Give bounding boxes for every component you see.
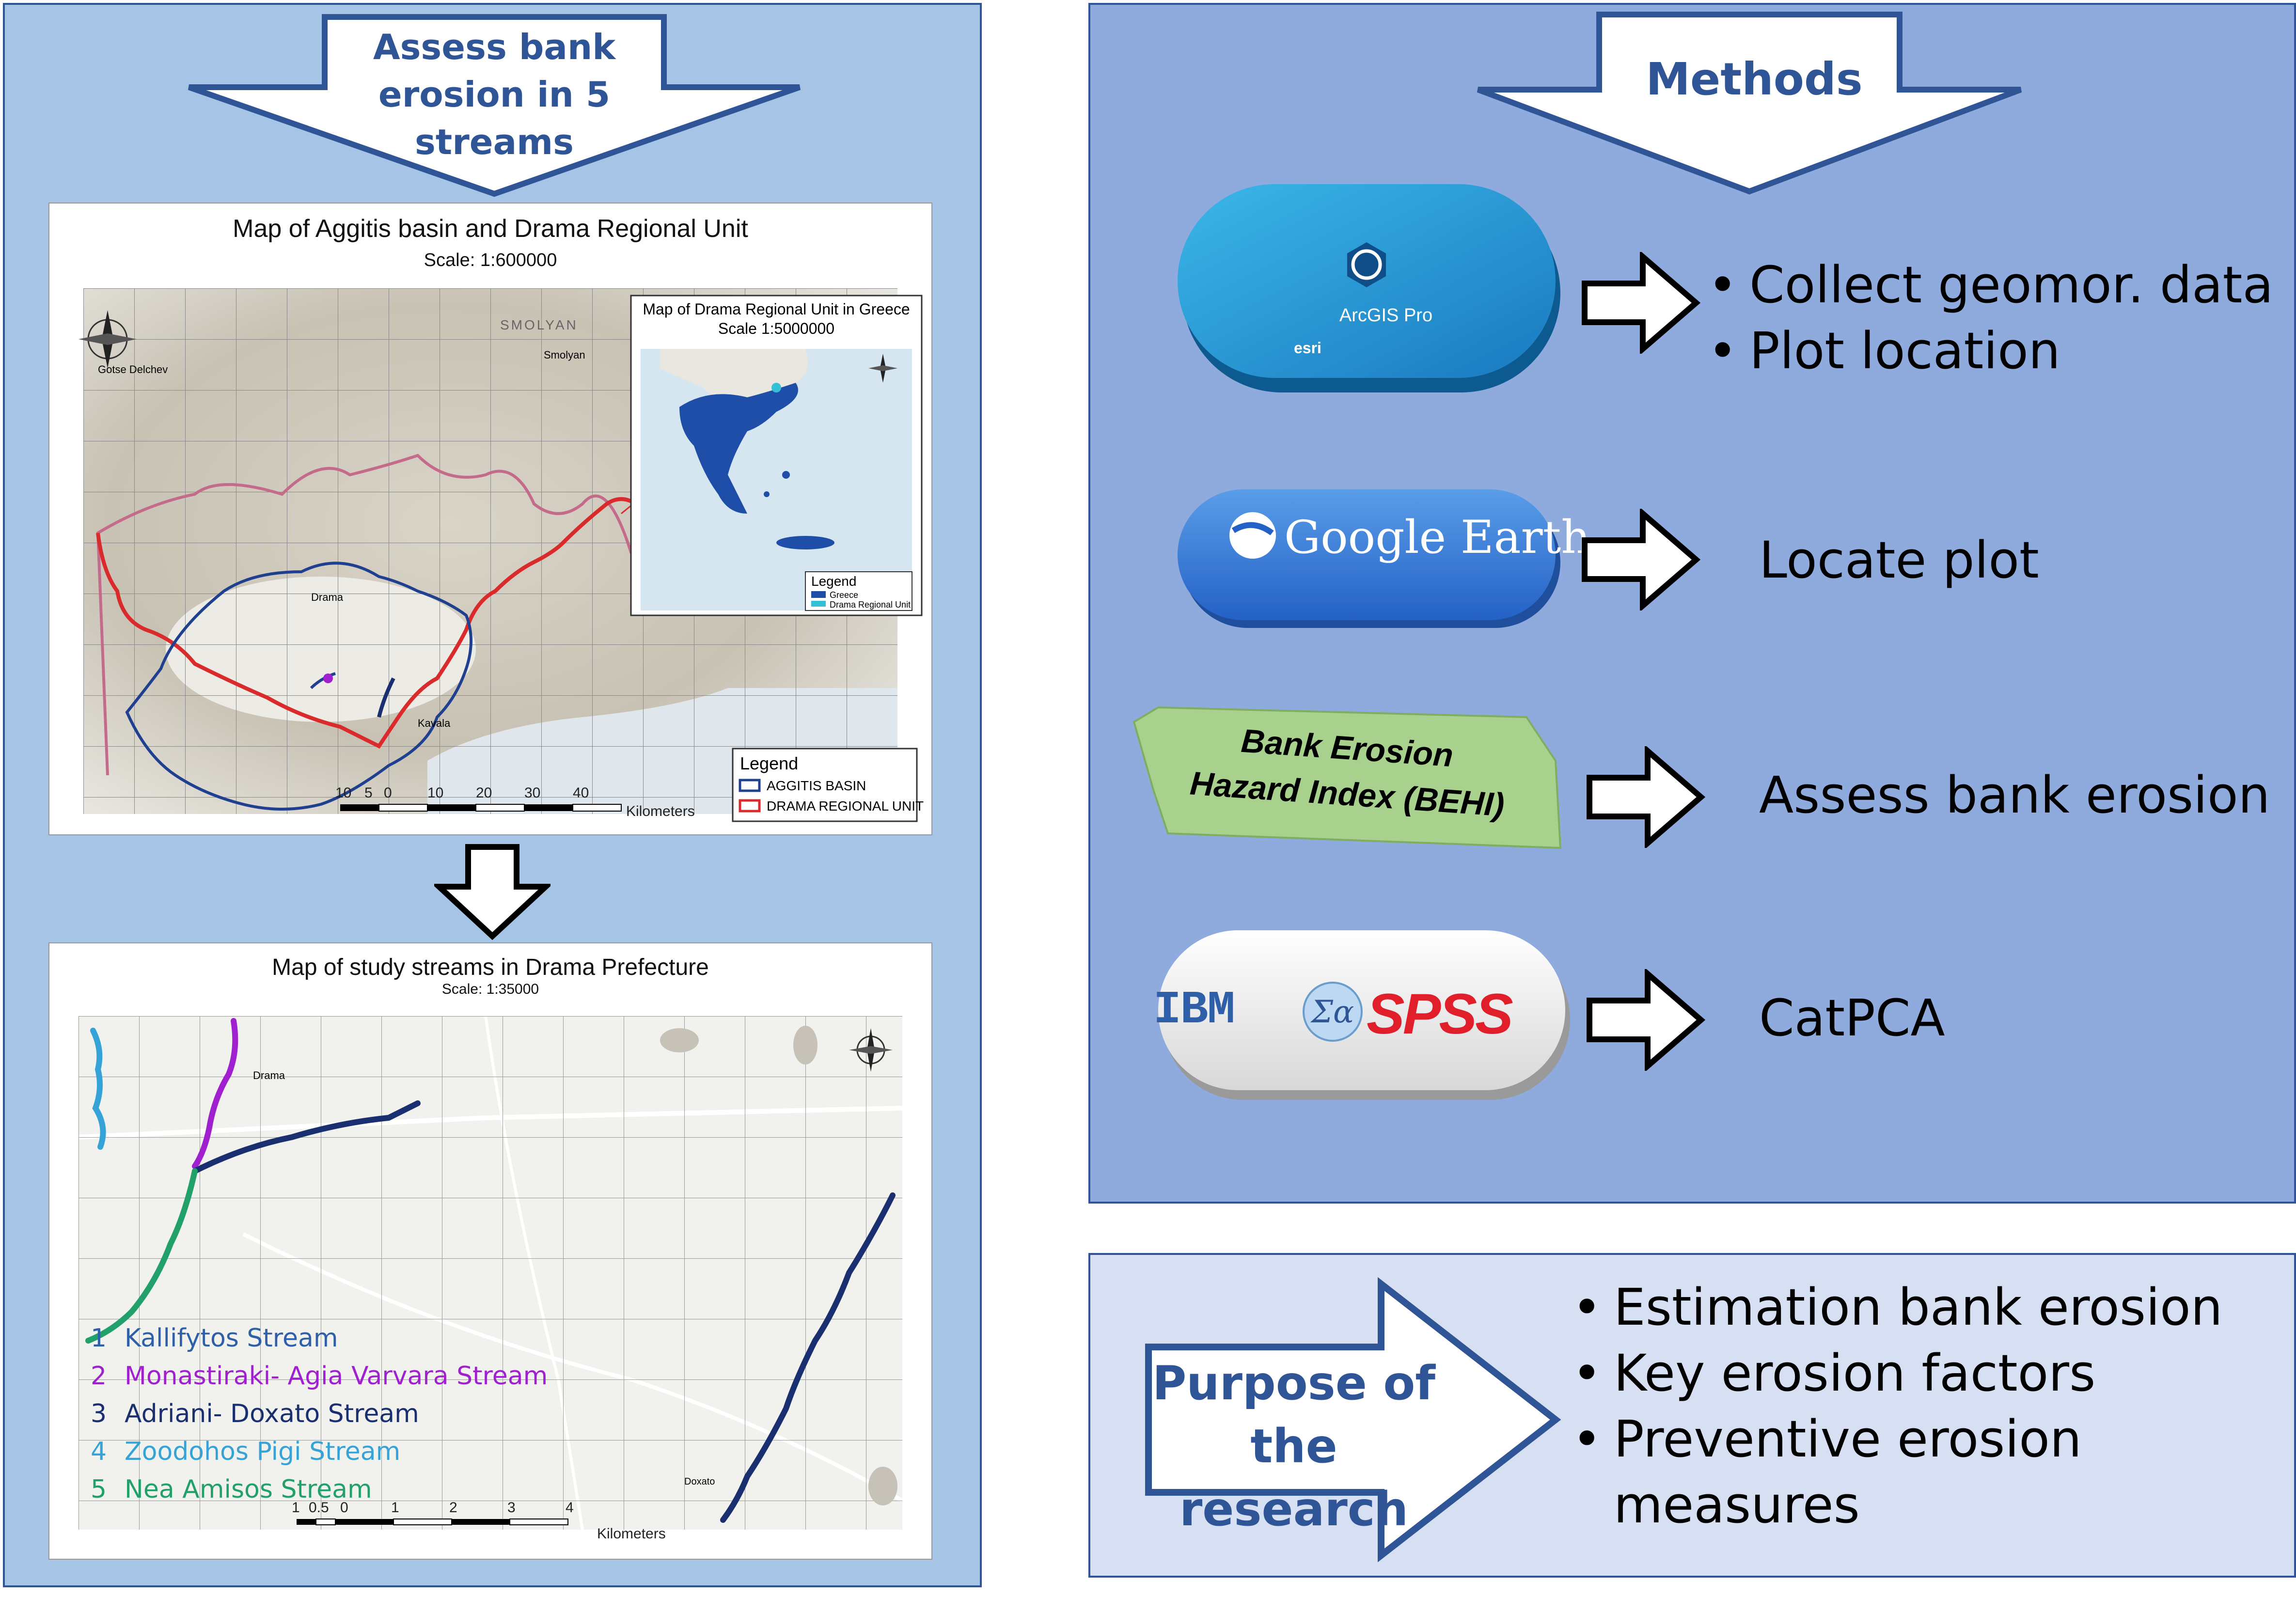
map2-scale-unit: Kilometers <box>597 1526 666 1542</box>
place-label: Kavala <box>418 717 451 729</box>
aggitis-basin-outline <box>125 562 472 811</box>
esri-label: esri <box>1294 339 1321 357</box>
header-down-arrow <box>188 14 801 197</box>
stream-legend-num: 1 <box>91 1324 107 1353</box>
map2-scale-tick: 4 <box>566 1500 574 1516</box>
purpose-title: Purpose of the research <box>1152 1356 1436 1536</box>
inset-legend-item: Drama Regional Unit <box>830 600 911 610</box>
method-item: Collect geomor. data <box>1701 252 2273 318</box>
methods-panel: Methods ArcGIS Pro esri Collect geomor. … <box>1088 3 2296 1204</box>
map1-legend-title: Legend <box>740 753 799 773</box>
map1-scale-tick: 10 <box>427 785 444 801</box>
map2-scale-tick: 1 <box>292 1500 300 1516</box>
aggitis-basin-map: Map of Aggitis basin and Drama Regional … <box>48 203 932 835</box>
map1-scale: Scale: 1:600000 <box>424 250 557 270</box>
stream-legend-num: 4 <box>91 1437 107 1466</box>
ibm-spss-logo: Σα <box>1158 930 1570 1100</box>
study-streams-map: Map of study streams in Drama Prefecture… <box>48 942 932 1560</box>
method-item: Locate plot <box>1759 531 2039 590</box>
stream-legend-item: 1 Kallifytos Stream <box>91 1324 338 1353</box>
stream-monastiraki <box>192 1018 238 1169</box>
google-earth-logo <box>1178 489 1560 628</box>
map1-scale-tick: 30 <box>524 785 541 801</box>
stream-legend-name: Zoodohos Pigi Stream <box>125 1437 401 1466</box>
ibm-label: IBM <box>1153 984 1235 1036</box>
stream-adriani-doxato <box>192 1100 421 1174</box>
map1-scale-tick: 5 <box>364 785 373 801</box>
map1-north-arrow <box>79 310 137 368</box>
behi-banner <box>1132 706 1562 849</box>
method-item: Plot location <box>1701 318 2273 384</box>
purpose-item: Preventive erosion measures <box>1565 1406 2282 1538</box>
method-item: CatPCA <box>1759 988 1945 1048</box>
map1-scale-tick: 40 <box>573 785 589 801</box>
stream-legend-item: 3 Adriani- Doxato Stream <box>91 1399 419 1428</box>
inset-greece-shape <box>679 383 798 514</box>
stream-adriani-doxato-lower <box>720 1192 896 1523</box>
purpose-item: Key erosion factors <box>1565 1340 2282 1406</box>
national-border-line <box>96 454 680 776</box>
map1-canvas <box>79 288 923 822</box>
row1-items: Collect geomor. data Plot location <box>1701 252 2273 384</box>
svg-text:Σα: Σα <box>1310 994 1354 1030</box>
map2-scale: Scale: 1:35000 <box>441 981 539 997</box>
map1-scale-tick: 20 <box>476 785 492 801</box>
purpose-item: Estimation bank erosion <box>1565 1274 2282 1340</box>
place-label: Drama <box>253 1069 285 1081</box>
arcgis-label: ArcGIS Pro <box>1339 305 1433 326</box>
spss-label: SPSS <box>1367 982 1513 1046</box>
methods-down-arrow <box>1477 12 2022 195</box>
method-item: Assess bank erosion <box>1759 766 2270 825</box>
inset-scale: Scale 1:5000000 <box>718 320 835 337</box>
google-earth-label: Google Earth <box>1284 511 1590 564</box>
map2-canvas <box>78 1016 903 1530</box>
drama-regional-unit-outline <box>96 497 637 749</box>
place-label: Gotse Delchev <box>98 363 168 376</box>
inset-legend-title: Legend <box>811 574 857 589</box>
map1-scale-tick: 0 <box>384 785 392 801</box>
stream-legend-num: 5 <box>91 1475 107 1504</box>
stream-nea-amisos <box>85 1168 198 1344</box>
map2-scale-tick: 0.5 <box>309 1500 329 1516</box>
left-panel: Assess bank erosion in 5 streams Map of … <box>3 3 982 1587</box>
stream-legend-name: Nea Amisos Stream <box>125 1475 372 1504</box>
map1-title: Map of Aggitis basin and Drama Regional … <box>233 215 748 243</box>
row4-right-arrow <box>1587 969 1706 1071</box>
map2-north-arrow <box>849 1028 893 1072</box>
row1-right-arrow <box>1582 252 1701 354</box>
map1-legend-item: DRAMA REGIONAL UNIT <box>767 798 924 814</box>
maps-down-arrow <box>434 844 550 940</box>
row2-right-arrow <box>1582 509 1701 611</box>
stream-legend-num: 2 <box>91 1362 107 1391</box>
map2-scale-tick: 2 <box>449 1500 457 1516</box>
stream-legend-item: 5 Nea Amisos Stream <box>91 1475 372 1504</box>
map1-legend-item: AGGITIS BASIN <box>767 778 866 793</box>
stream-legend-item: 4 Zoodohos Pigi Stream <box>91 1437 400 1466</box>
map2-scale-tick: 0 <box>340 1500 348 1516</box>
stream-legend-name: Adriani- Doxato Stream <box>125 1399 419 1428</box>
inset-title: Map of Drama Regional Unit in Greece <box>643 300 910 318</box>
purpose-right-arrow <box>1145 1277 1561 1563</box>
stream-legend-num: 3 <box>91 1399 107 1428</box>
map2-title: Map of study streams in Drama Prefecture <box>272 955 709 980</box>
place-label: SMOLYAN <box>500 317 578 332</box>
methods-title: Methods <box>1646 53 1863 105</box>
stream-zoodohos-pigi <box>90 1028 106 1150</box>
header-assess-text: Assess bank erosion in 5 streams <box>373 27 616 162</box>
map1-scale-tick: 10 <box>335 785 352 801</box>
purpose-items: Estimation bank erosion Key erosion fact… <box>1565 1274 2282 1538</box>
stream-legend-name: Monastiraki- Agia Varvara Stream <box>125 1362 548 1391</box>
inset-legend-item: Greece <box>830 590 859 600</box>
map2-scale-tick: 3 <box>507 1500 516 1516</box>
map1-scale-unit: Kilometers <box>626 803 695 819</box>
place-label: Smolyan <box>544 349 585 361</box>
map2-scale-tick: 1 <box>391 1500 399 1516</box>
purpose-panel: Purpose of the research Estimation bank … <box>1088 1253 2296 1578</box>
place-label: Doxato <box>684 1476 715 1487</box>
arcgis-pro-logo <box>1178 184 1560 392</box>
row3-right-arrow <box>1587 746 1706 848</box>
stream-legend-item: 2 Monastiraki- Agia Varvara Stream <box>91 1362 548 1391</box>
stream-legend-name: Kallifytos Stream <box>125 1324 338 1353</box>
place-label: Drama <box>311 591 344 603</box>
